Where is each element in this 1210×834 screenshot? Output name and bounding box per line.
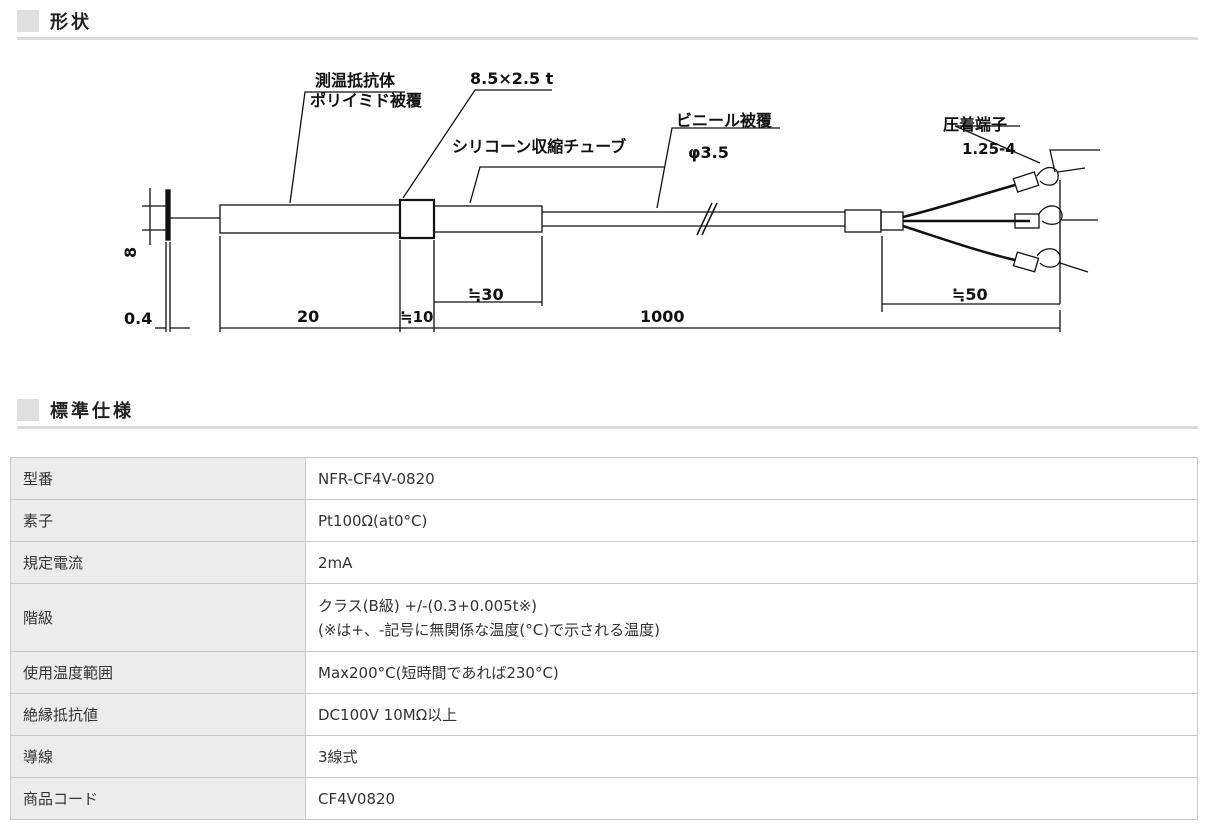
crimp-terminal-top [1012,166,1086,193]
spec-value-line: クラス(B級) +/-(0.3+0.005t※) [318,596,538,615]
section-title-spec: 標準仕様 [50,401,134,422]
table-row: 使用温度範囲 Max200°C(短時間であれば230°C) [10,651,1198,694]
table-row: 導線 3線式 [10,735,1198,778]
dim-diameter: 8 [121,247,140,258]
dim-thickness: 0.4 [124,309,152,328]
spec-value-note: (※は+、-記号に無関係な温度(°C)で示される温度) [318,620,660,639]
label-terminal: 圧着端子 [943,115,1007,134]
table-row: 階級 クラス(B級) +/-(0.3+0.005t※) (※は+、-記号に無関係… [10,583,1198,652]
sensor-tip-disc [165,189,171,241]
spec-value: Max200°C(短時間であれば230°C) [305,651,1198,694]
section-header-spec: 標準仕様 [17,396,1198,429]
label-terminal-size: 1.25-4 [962,140,1016,158]
spec-value: NFR-CF4V-0820 [305,457,1198,500]
spec-value: クラス(B級) +/-(0.3+0.005t※) (※は+、-記号に無関係な温度… [305,583,1198,652]
dim-wire-end-length: ≒50 [952,285,988,304]
label-sleeve-size: 8.5×2.5 t [470,69,554,88]
label-rtd: 測温抵抗体 [315,71,396,90]
spec-key: 商品コード [10,777,306,820]
section-header-shape: 形状 [17,7,1198,40]
label-phi: φ3.5 [688,143,729,162]
spec-table: 型番 NFR-CF4V-0820 素子 Pt100Ω(at0°C) 規定電流 2… [10,457,1198,820]
crimp-terminal-mid [1014,205,1098,229]
sensor-dimension-diagram: 測温抵抗体 ポリイミド被覆 8.5×2.5 t シリコーン収縮チューブ ビニール… [121,69,1100,332]
section-title-shape: 形状 [50,12,92,33]
table-row: 商品コード CF4V0820 [10,777,1198,820]
spec-key: 絶縁抵抗値 [10,693,306,736]
silicone-tube [433,205,543,233]
dim-lead-length: 1000 [640,307,685,326]
spec-key: 階級 [10,583,306,652]
table-row: 型番 NFR-CF4V-0820 [10,457,1198,500]
spec-key: 導線 [10,735,306,778]
spec-key: 規定電流 [10,541,306,584]
section-marker [17,10,39,32]
section-marker [17,399,39,421]
label-vinyl: ビニール被覆 [676,111,773,130]
end-sleeve [844,209,882,233]
spec-value: CF4V0820 [305,777,1198,820]
dim-tube-length: ≒30 [468,285,504,304]
spec-key: 型番 [10,457,306,500]
dim-sleeve-length: ≒10 [400,308,433,326]
sensor-body [219,204,401,234]
table-row: 素子 Pt100Ω(at0°C) [10,499,1198,542]
crimp-terminal-bottom [1012,248,1089,273]
spec-value: 3線式 [305,735,1198,778]
spec-value: 2mA [305,541,1198,584]
table-row: 規定電流 2mA [10,541,1198,584]
spec-value: Pt100Ω(at0°C) [305,499,1198,542]
spec-key: 使用温度範囲 [10,651,306,694]
dim-sensor-length: 20 [297,307,319,326]
table-row: 絶縁抵抗値 DC100V 10MΩ以上 [10,693,1198,736]
spec-key: 素子 [10,499,306,542]
sleeve [398,198,436,240]
diagram-labels: 測温抵抗体 ポリイミド被覆 8.5×2.5 t シリコーン収縮チューブ ビニール… [121,69,1016,328]
label-coating: ポリイミド被覆 [310,91,423,110]
spec-value: DC100V 10MΩ以上 [305,693,1198,736]
label-silicone-tube: シリコーン収縮チューブ [452,137,626,156]
